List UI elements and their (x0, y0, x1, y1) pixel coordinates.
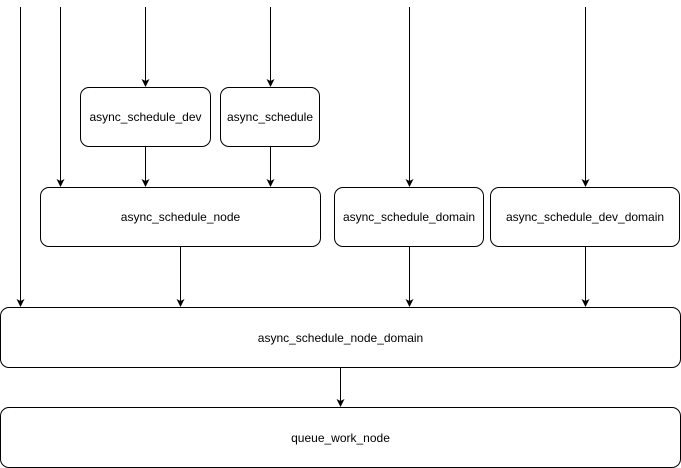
node-label: async_schedule (226, 110, 314, 124)
node-label: async_schedule_domain (342, 210, 476, 224)
node-label: async_schedule_dev_domain (505, 210, 665, 224)
node-label: queue_work_node (291, 430, 390, 445)
node-async-schedule: async_schedule (220, 87, 320, 147)
node-async-schedule-node-domain: async_schedule_node_domain (0, 307, 681, 368)
node-async-schedule-node: async_schedule_node (40, 187, 321, 247)
node-async-schedule-dev-domain: async_schedule_dev_domain (490, 187, 680, 247)
node-label: async_schedule_node (120, 210, 241, 224)
node-label: async_schedule_dev (89, 110, 202, 124)
node-label: async_schedule_node_domain (257, 330, 424, 345)
node-async-schedule-dev: async_schedule_dev (80, 87, 211, 147)
node-queue-work-node: queue_work_node (0, 407, 681, 468)
node-async-schedule-domain: async_schedule_domain (334, 187, 484, 247)
